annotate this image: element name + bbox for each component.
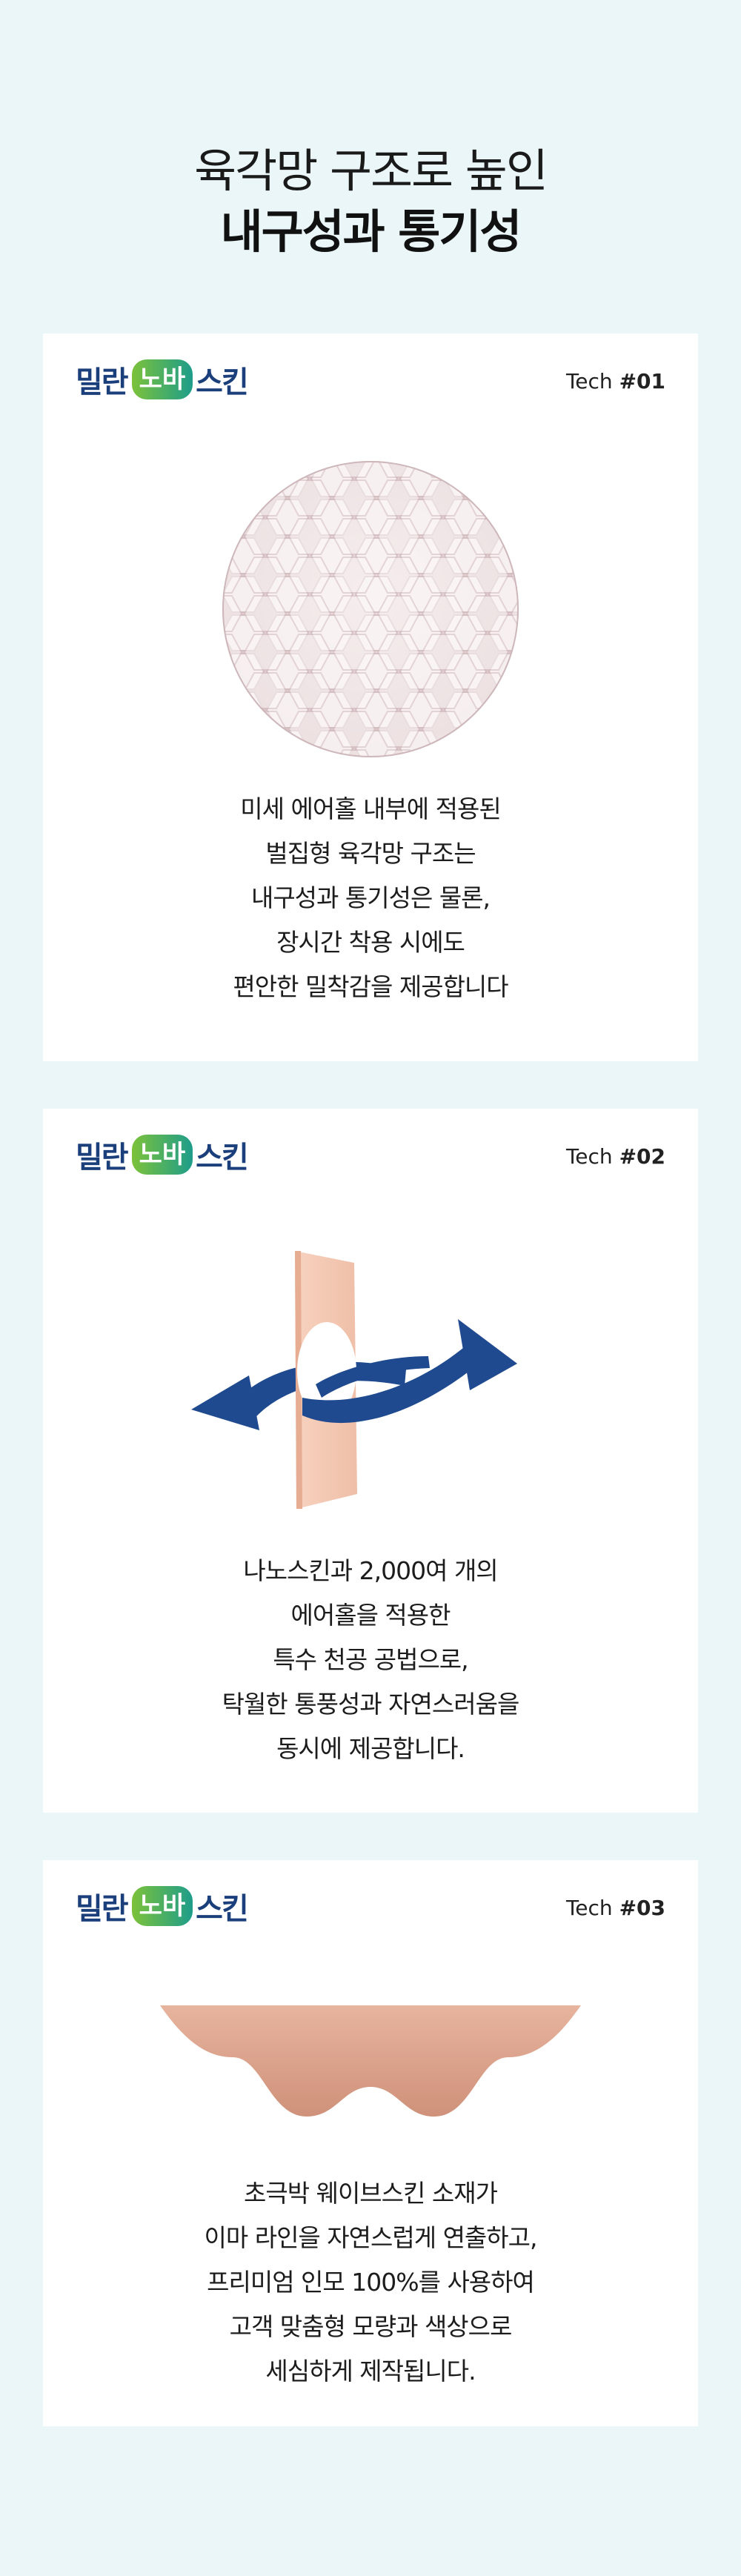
tech-label-number: #01	[619, 369, 665, 394]
brand-logo: 밀란 노바 스킨	[76, 1882, 249, 1930]
honeycomb-mesh-image	[221, 459, 520, 759]
tech-label-prefix: Tech	[565, 369, 619, 394]
tech-label: Tech #03	[566, 1896, 665, 1920]
desc-line: 세심하게 제작됩니다.	[265, 2357, 476, 2386]
desc-line: 미세 에어홀 내부에 적용된	[240, 794, 501, 823]
brand-logo: 밀란 노바 스킨	[76, 1131, 249, 1178]
brand-logo-part2: 스킨	[196, 365, 249, 399]
tech-card-03: 밀란 노바 스킨 Tech #03 초극박 웨이브스킨 소재가 이마 라인을 자…	[43, 1860, 698, 2426]
brand-logo-part1: 밀란	[76, 365, 129, 399]
brand-logo-part1: 밀란	[76, 1892, 129, 1926]
desc-line: 초극박 웨이브스킨 소재가	[244, 2179, 498, 2208]
desc-line: 이마 라인을 자연스럽게 연출하고,	[204, 2223, 538, 2252]
tech-label-number: #02	[619, 1144, 665, 1169]
headline-line-2: 내구성과 통기성	[220, 205, 522, 259]
brand-logo-badge: 노바	[131, 359, 193, 399]
headline-line-1: 육각망 구조로 높인	[194, 144, 548, 198]
airflow-illustration	[191, 1245, 576, 1512]
arrow-left-head-icon	[191, 1375, 259, 1430]
desc-line: 탁월한 통풍성과 자연스러움을	[222, 1690, 520, 1719]
tech-label: Tech #02	[566, 1144, 665, 1169]
desc-line: 프리미엄 인모 100%를 사용하여	[207, 2268, 535, 2297]
wave-skin-svg	[160, 2005, 581, 2117]
arrow-front-icon	[302, 1340, 488, 1424]
desc-line: 나노스킨과 2,000여 개의	[243, 1556, 498, 1585]
brand-logo-part2: 스킨	[196, 1892, 249, 1926]
desc-line: 벌집형 육각망 구조는	[265, 839, 476, 868]
desc-line: 에어홀을 적용한	[290, 1601, 451, 1630]
desc-line: 고객 맞춤형 모량과 색상으로	[229, 2312, 513, 2341]
brand-logo-badge: 노바	[131, 1135, 193, 1175]
headline: 육각망 구조로 높인 내구성과 통기성	[0, 141, 741, 262]
air-hole-icon	[297, 1322, 356, 1420]
airflow-svg	[191, 1251, 517, 1509]
desc-line: 편안한 밀착감을 제공합니다	[233, 972, 508, 1001]
tech-card-01: 밀란 노바 스킨 Tech #01	[43, 333, 698, 1061]
brand-logo-part2: 스킨	[196, 1141, 249, 1175]
tech-label: Tech #01	[566, 369, 665, 394]
desc-line: 특수 천공 공법으로,	[273, 1645, 468, 1674]
tech-description: 나노스킨과 2,000여 개의 에어홀을 적용한 특수 천공 공법으로, 탁월한…	[43, 1549, 698, 1771]
tech-label-prefix: Tech	[565, 1144, 619, 1169]
desc-line: 내구성과 통기성은 물론,	[250, 883, 491, 912]
tech-description: 미세 에어홀 내부에 적용된 벌집형 육각망 구조는 내구성과 통기성은 물론,…	[43, 787, 698, 1009]
wave-skin-image	[160, 2005, 581, 2131]
honeycomb-mesh-svg	[222, 461, 519, 757]
desc-line: 동시에 제공합니다.	[276, 1734, 465, 1763]
tech-description: 초극박 웨이브스킨 소재가 이마 라인을 자연스럽게 연출하고, 프리미엄 인모…	[43, 2171, 698, 2394]
desc-line: 장시간 착용 시에도	[276, 928, 465, 957]
tech-card-02: 밀란 노바 스킨 Tech #02	[43, 1109, 698, 1813]
brand-logo-badge: 노바	[131, 1886, 193, 1926]
tech-label-prefix: Tech	[565, 1896, 619, 1920]
brand-logo: 밀란 노바 스킨	[76, 356, 249, 403]
arrow-right-head-icon	[458, 1319, 517, 1390]
brand-logo-part1: 밀란	[76, 1141, 129, 1175]
tech-label-number: #03	[619, 1896, 665, 1920]
